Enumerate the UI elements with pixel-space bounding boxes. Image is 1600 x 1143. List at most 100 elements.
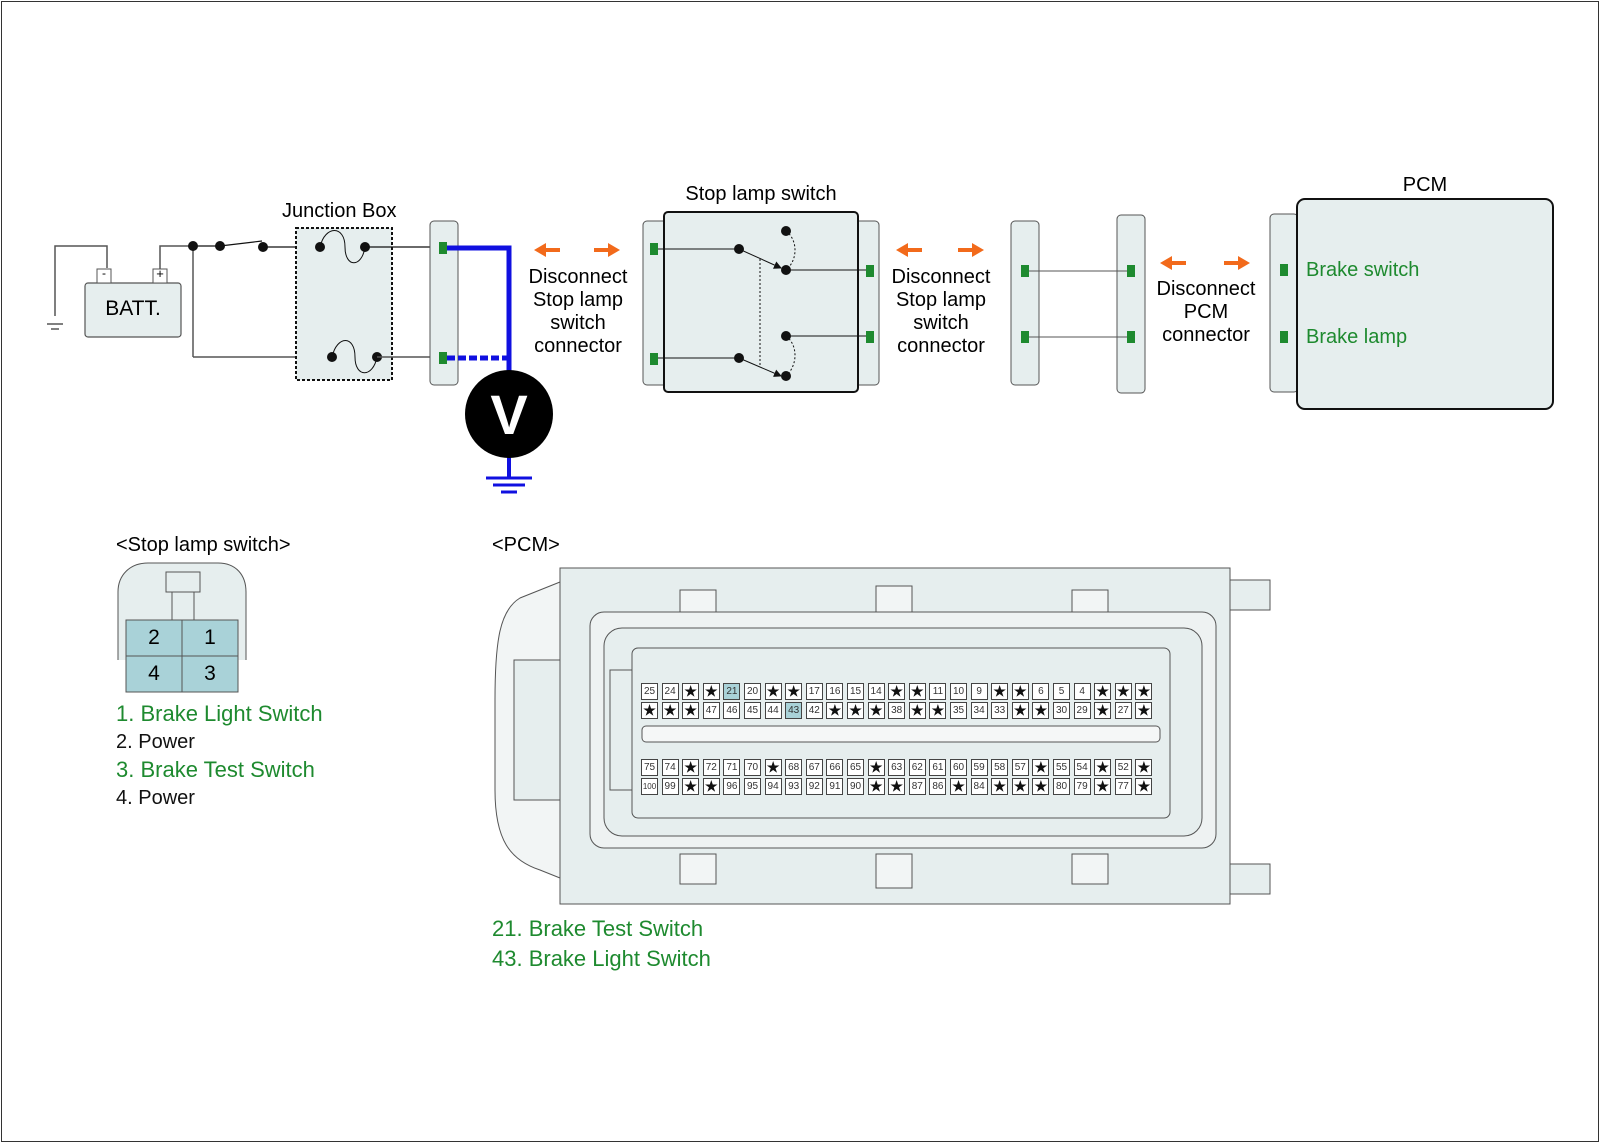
pcm-pin-unused: ★ <box>1032 702 1050 719</box>
pcm-pin-unused: ★ <box>1135 759 1153 776</box>
legend-item: 4. Power <box>116 787 195 809</box>
pcm-pin-brake-switch: Brake switch <box>1306 259 1420 281</box>
legend-item: 2. Power <box>116 731 195 753</box>
pcm-pin-unused: ★ <box>661 702 679 719</box>
pcm-pin-87: 87 <box>908 778 926 795</box>
connector-junction-side <box>429 220 459 386</box>
pcm-pin-38: 38 <box>888 702 906 719</box>
pcm-pin-16: 16 <box>826 683 844 700</box>
disconnect-arrow-3 <box>1160 256 1250 270</box>
pcm-pin-43: 43 <box>785 702 803 719</box>
ground-icon <box>47 245 108 330</box>
pcm-pin-84: 84 <box>970 778 988 795</box>
pcm-pin-68: 68 <box>785 759 803 776</box>
pcm-pin-unused: ★ <box>1135 778 1153 795</box>
pcm-pin-54: 54 <box>1073 759 1091 776</box>
legend-item: 3. Brake Test Switch <box>116 757 315 782</box>
harness-connectors <box>1010 214 1146 394</box>
pcm-pin-95: 95 <box>744 778 761 795</box>
pcm-pin-unused: ★ <box>867 759 885 776</box>
pcm-pin-unused: ★ <box>702 778 720 795</box>
pcm-pin-30: 30 <box>1053 702 1070 719</box>
pcm-pin-unused: ★ <box>888 683 906 700</box>
stop-lamp-connector-body <box>117 562 247 693</box>
pcm-pin-72: 72 <box>702 759 720 776</box>
pcm-pin-35: 35 <box>950 702 967 719</box>
pcm-pin-80: 80 <box>1053 778 1070 795</box>
pcm-pin-unused: ★ <box>682 702 700 719</box>
pcm-pin-93: 93 <box>785 778 803 795</box>
pcm-label: PCM <box>1402 174 1448 196</box>
pcm-pin-15: 15 <box>847 683 864 700</box>
pcm-pin-unused: ★ <box>1094 759 1112 776</box>
pcm-pin-5: 5 <box>1053 683 1070 700</box>
battery-negative-terminal: - <box>102 266 106 280</box>
pcm-pin-25: 25 <box>641 683 658 700</box>
pcm-pin-94: 94 <box>764 778 782 795</box>
pcm-connector-title: <PCM> <box>492 534 560 556</box>
pcm-pin-6: 6 <box>1032 683 1050 700</box>
pcm-pin-unused: ★ <box>908 702 926 719</box>
stop-lamp-switch-block <box>642 211 880 393</box>
voltmeter-icon: V <box>465 370 553 458</box>
junction-box <box>295 227 393 381</box>
pcm-pin-unused: ★ <box>682 759 700 776</box>
pcm-pin-71: 71 <box>723 759 741 776</box>
pcm-pin-unused: ★ <box>826 702 844 719</box>
pcm-pin-99: 99 <box>661 778 679 795</box>
pcm-pin-62: 62 <box>908 759 926 776</box>
pcm-pin-91: 91 <box>826 778 844 795</box>
connector-pin-1: 1 <box>204 626 216 649</box>
pcm-pin-unused: ★ <box>1011 702 1029 719</box>
junction-box-label: Junction Box <box>282 200 397 222</box>
disconnect-label-1: Disconnect Stop lamp switch connector <box>528 266 628 357</box>
pcm-pin-unused: ★ <box>991 778 1009 795</box>
pcm-pin-14: 14 <box>867 683 885 700</box>
pcm-pin-60: 60 <box>950 759 967 776</box>
pcm-pin-55: 55 <box>1053 759 1070 776</box>
legend-item: 1. Brake Light Switch <box>116 701 323 726</box>
pcm-pin-29: 29 <box>1073 702 1091 719</box>
stop-lamp-connector-title: <Stop lamp switch> <box>116 534 291 556</box>
pcm-pin-66: 66 <box>826 759 844 776</box>
legend-item: 21. Brake Test Switch <box>492 916 704 941</box>
stop-lamp-switch-label: Stop lamp switch <box>685 183 837 205</box>
disconnect-arrow-2 <box>896 243 984 257</box>
pcm-pin-63: 63 <box>888 759 906 776</box>
battery-positive-terminal: + <box>156 266 164 281</box>
pcm-pin-75: 75 <box>641 759 658 776</box>
pcm-pin-96: 96 <box>723 778 741 795</box>
disconnect-label-2: Disconnect Stop lamp switch connector <box>891 266 991 357</box>
pcm-pin-unused: ★ <box>1032 778 1050 795</box>
pcm-pin-52: 52 <box>1114 759 1132 776</box>
battery-label: BATT. <box>105 297 161 320</box>
legend-item: 43. Brake Light Switch <box>492 946 711 971</box>
pcm-pin-unused: ★ <box>1011 683 1029 700</box>
pcm-pin-24: 24 <box>661 683 679 700</box>
pcm-pin-65: 65 <box>847 759 864 776</box>
connector-pin-3: 3 <box>204 662 216 685</box>
pcm-pin-unused: ★ <box>682 683 700 700</box>
stop-lamp-pin-legend: 1. Brake Light Switch 2. Power 3. Brake … <box>116 700 323 812</box>
pcm-pin-unused: ★ <box>1135 683 1153 700</box>
disconnect-arrow-1 <box>534 243 620 257</box>
pcm-pin-44: 44 <box>764 702 782 719</box>
pcm-pin-9: 9 <box>970 683 988 700</box>
pcm-pin-unused: ★ <box>867 778 885 795</box>
pcm-pin-unused: ★ <box>1094 702 1112 719</box>
pcm-pin-unused: ★ <box>929 702 947 719</box>
pcm-pin-unused: ★ <box>847 702 864 719</box>
pcm-pin-27: 27 <box>1114 702 1132 719</box>
pcm-pin-unused: ★ <box>908 683 926 700</box>
pcm-pin-unused: ★ <box>702 683 720 700</box>
pcm-pin-unused: ★ <box>1032 759 1050 776</box>
pcm-pin-unused: ★ <box>785 683 803 700</box>
pcm-pin-42: 42 <box>805 702 823 719</box>
pcm-pin-92: 92 <box>805 778 823 795</box>
pcm-pin-unused: ★ <box>764 683 782 700</box>
pcm-pin-34: 34 <box>970 702 988 719</box>
probe-wires <box>447 245 532 494</box>
pcm-pin-86: 86 <box>929 778 947 795</box>
pcm-pin-unused: ★ <box>867 702 885 719</box>
